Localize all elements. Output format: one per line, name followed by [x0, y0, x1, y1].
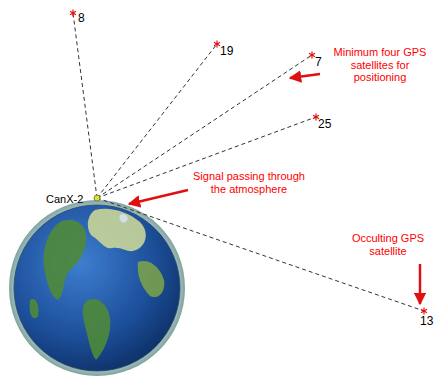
earth [14, 205, 180, 371]
continents [30, 209, 165, 360]
atmosphere [9, 200, 185, 376]
satellite-number: 19 [220, 45, 233, 59]
callout-note: Minimum four GPS satellites for position… [324, 46, 436, 84]
asterisk-stroke [421, 309, 427, 313]
asterisk-stroke [309, 53, 315, 57]
asterisk-stroke [70, 11, 76, 15]
canx2-satellite [94, 195, 100, 201]
callout-note: Signal passing through the atmosphere [190, 170, 308, 195]
satellite-number: 8 [78, 12, 85, 26]
callout-note: Occulting GPS satellite [342, 232, 434, 257]
asterisk-stroke [214, 42, 220, 46]
satellite-number: 25 [318, 118, 331, 132]
callout-arrows [129, 74, 420, 304]
satellite-number: 7 [315, 56, 322, 70]
spacecraft-label: CanX-2 [46, 193, 83, 206]
asterisk-stroke [309, 53, 315, 57]
satellite-number: 13 [420, 315, 433, 329]
asterisk-stroke [70, 11, 76, 15]
asterisk-stroke [214, 42, 220, 46]
asterisk-stroke [421, 309, 427, 313]
